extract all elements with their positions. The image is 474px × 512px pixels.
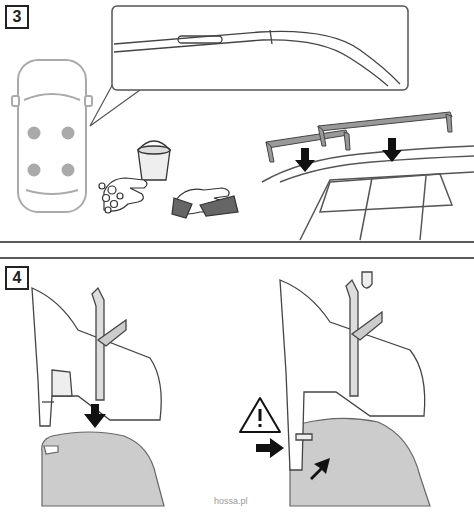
rail-profile <box>42 432 164 506</box>
step-number: 4 <box>13 270 22 286</box>
separator-line <box>0 257 474 259</box>
hand-with-sponge <box>99 178 147 213</box>
car-side-view <box>262 146 474 240</box>
roof-rail-detail <box>114 30 400 86</box>
step-number-box: 4 <box>5 266 29 290</box>
down-arrows <box>295 138 402 172</box>
foot-clamp <box>280 272 425 470</box>
watermark: hossa.pl <box>214 496 248 506</box>
separator-line <box>0 241 474 243</box>
zoom-box <box>112 6 408 90</box>
warning-sign <box>240 398 280 432</box>
step-number-box: 3 <box>5 5 29 29</box>
car-top-view <box>12 60 92 212</box>
down-arrow <box>84 404 106 428</box>
hand-with-cloth <box>172 188 238 218</box>
roof-bars <box>266 112 452 162</box>
mount-points <box>28 127 75 177</box>
bucket <box>138 141 170 180</box>
push-arrows <box>256 438 330 484</box>
step-number: 3 <box>13 9 22 25</box>
rail-profile <box>290 418 430 506</box>
